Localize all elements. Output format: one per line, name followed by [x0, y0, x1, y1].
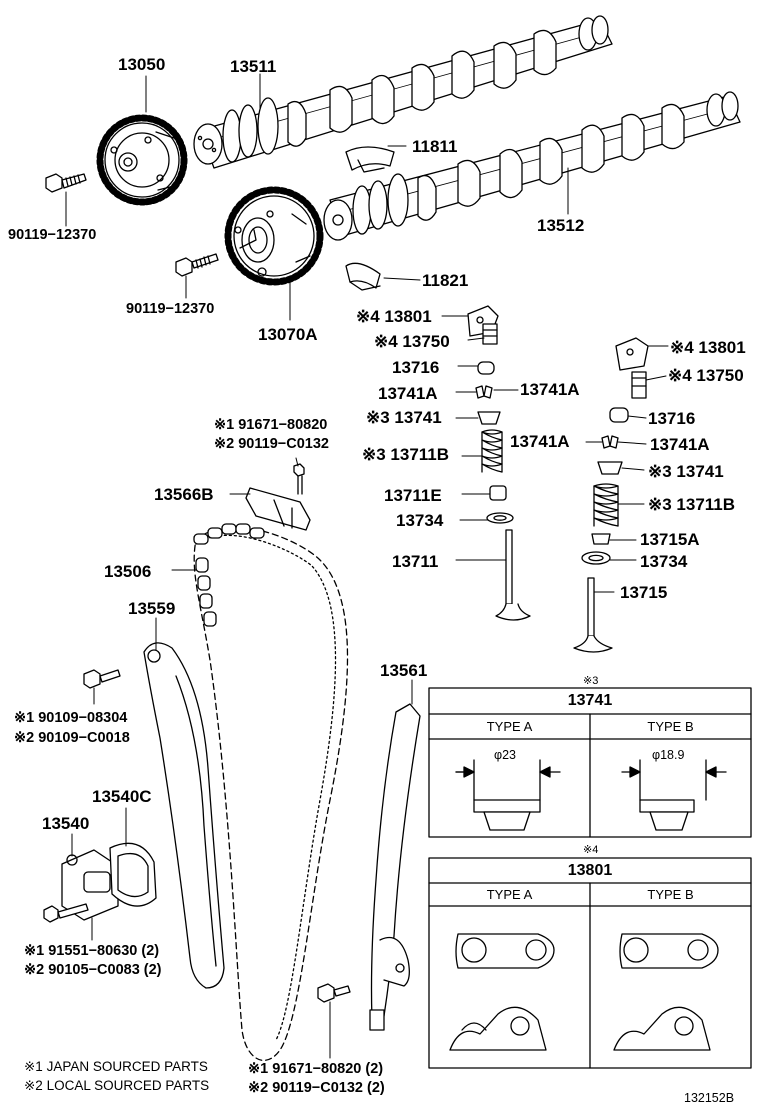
box3-dimension-b: φ18.9: [652, 748, 685, 762]
spring-retainer-13741-right: [597, 461, 623, 475]
box4-mark: ※4: [583, 844, 599, 856]
lash-adjuster-13750-right: [631, 371, 647, 399]
bearing-11811: [345, 146, 395, 173]
legend-japan-sourced: ※1 JAPAN SOURCED PARTS: [24, 1059, 208, 1074]
washer-13734-right: [581, 551, 611, 565]
washer-13734-left: [486, 512, 514, 524]
valve-13715: [573, 577, 613, 653]
inset-box-13741: [428, 687, 752, 838]
label-13715: 13715: [620, 583, 668, 602]
shim-13716-right: [609, 407, 629, 423]
box3-title: 13741: [567, 692, 613, 709]
bolt-91551-80630: [43, 903, 89, 923]
leader-lines: [65, 73, 669, 1059]
label-13512: 13512: [537, 216, 585, 235]
bolt-90119-12370-lower: [175, 253, 219, 277]
label-13741a-right-l: 13741A: [510, 432, 570, 451]
label-13741a-right-r: 13741A: [650, 435, 710, 454]
shim-13716-left: [477, 361, 495, 375]
label-13801-left: ※4 13801: [356, 307, 432, 326]
label-11821: 11821: [422, 271, 469, 290]
chain-tensioner-13540: [61, 849, 119, 921]
label-13741a-left-r: 13741A: [520, 380, 580, 399]
box3-mark: ※3: [583, 675, 599, 687]
label-13506: 13506: [104, 562, 152, 581]
bolt-90109-08304: [83, 669, 121, 689]
valve-13711: [495, 529, 531, 621]
label-13801-right: ※4 13801: [670, 338, 746, 357]
label-13711b-right: ※3 13711B: [648, 495, 736, 514]
camshaft-13512: [323, 91, 741, 241]
label-90119-12370-upper: 90119−12370: [8, 227, 97, 243]
label-13561: 13561: [380, 661, 428, 680]
label-13741-right: ※3 13741: [648, 462, 724, 481]
label-90105-c0083: ※2 90105−C0083 (2): [24, 962, 162, 978]
bolt-91671-80820-upper: [293, 463, 305, 495]
rocker-arm-13801-right: [615, 337, 649, 371]
label-13716-right: 13716: [648, 409, 696, 428]
lash-adjuster-13750-left: [482, 323, 498, 345]
label-90119-c0132-lower: ※2 90119−C0132 (2): [248, 1080, 385, 1096]
chain-tensioner-arm-13559: [143, 642, 225, 989]
label-11811: 11811: [412, 137, 458, 156]
label-13511: 13511: [230, 57, 277, 76]
label-13711b-left: ※3 13711B: [362, 445, 450, 464]
legend-local-sourced: ※2 LOCAL SOURCED PARTS: [24, 1078, 210, 1093]
label-13734-right: 13734: [640, 552, 688, 571]
label-13716-left: 13716: [392, 358, 440, 377]
label-13734-left: 13734: [396, 511, 444, 530]
label-13750-left: ※4 13750: [374, 332, 450, 351]
label-90119-12370-lower: 90119−12370: [126, 301, 215, 317]
valve-keeper-13741a-left: [475, 385, 493, 399]
valve-spring-13711b-right: [593, 483, 619, 527]
valve-spring-13711b-left: [481, 429, 503, 473]
label-90119-c0132-upper: ※2 90119−C0132: [214, 436, 329, 452]
box4-type-a: TYPE A: [486, 887, 533, 902]
figure-code: 132152B: [684, 1091, 735, 1105]
box3-type-a: TYPE A: [486, 719, 533, 734]
bearing-11821: [345, 262, 381, 291]
label-13741a-left-l: 13741A: [378, 384, 438, 403]
label-91671-80820-lower: ※1 91671−80820 (2): [248, 1061, 384, 1077]
label-13070a: 13070A: [258, 325, 318, 344]
box4-title: 13801: [567, 862, 613, 879]
label-91671-80820-upper: ※1 91671−80820: [214, 417, 328, 433]
label-13566b: 13566B: [154, 485, 214, 504]
label-13750-right: ※4 13750: [668, 366, 744, 385]
chain-guide-13566b: [245, 487, 311, 531]
gasket-13540c: [109, 842, 157, 907]
camshaft-timing-gear-13070a: [224, 186, 324, 286]
spring-seat-13715a: [591, 533, 611, 545]
spring-seat-13711e: [489, 485, 507, 501]
timing-chain-13506: [193, 523, 349, 1062]
camshaft-13511: [193, 15, 613, 169]
valve-keeper-13741a-right: [601, 435, 619, 449]
label-13050: 13050: [118, 55, 166, 74]
chain-guide-13561: [369, 703, 421, 1031]
box3-type-b: TYPE B: [647, 719, 694, 734]
label-91551-80630: ※1 91551−80630 (2): [24, 943, 160, 959]
label-13715a: 13715A: [640, 530, 700, 549]
inset-box-13801: [428, 857, 752, 1069]
label-90109-08304: ※1 90109−08304: [14, 710, 128, 726]
label-13741-left: ※3 13741: [366, 408, 442, 427]
spring-retainer-13741-left: [477, 411, 501, 425]
box3-dimension-a: φ23: [494, 748, 517, 762]
camshaft-timing-gear-13050: [96, 114, 188, 206]
bolt-90119-12370-upper: [45, 173, 87, 193]
label-90109-c0018: ※2 90109−C0018: [14, 730, 130, 746]
label-13540: 13540: [42, 814, 90, 833]
label-13711e: 13711E: [384, 486, 442, 505]
label-13559: 13559: [128, 599, 176, 618]
label-13711: 13711: [392, 552, 439, 571]
label-13540c: 13540C: [92, 787, 152, 806]
bolt-91671-80820-lower: [317, 983, 351, 1003]
box4-type-b: TYPE B: [647, 887, 694, 902]
